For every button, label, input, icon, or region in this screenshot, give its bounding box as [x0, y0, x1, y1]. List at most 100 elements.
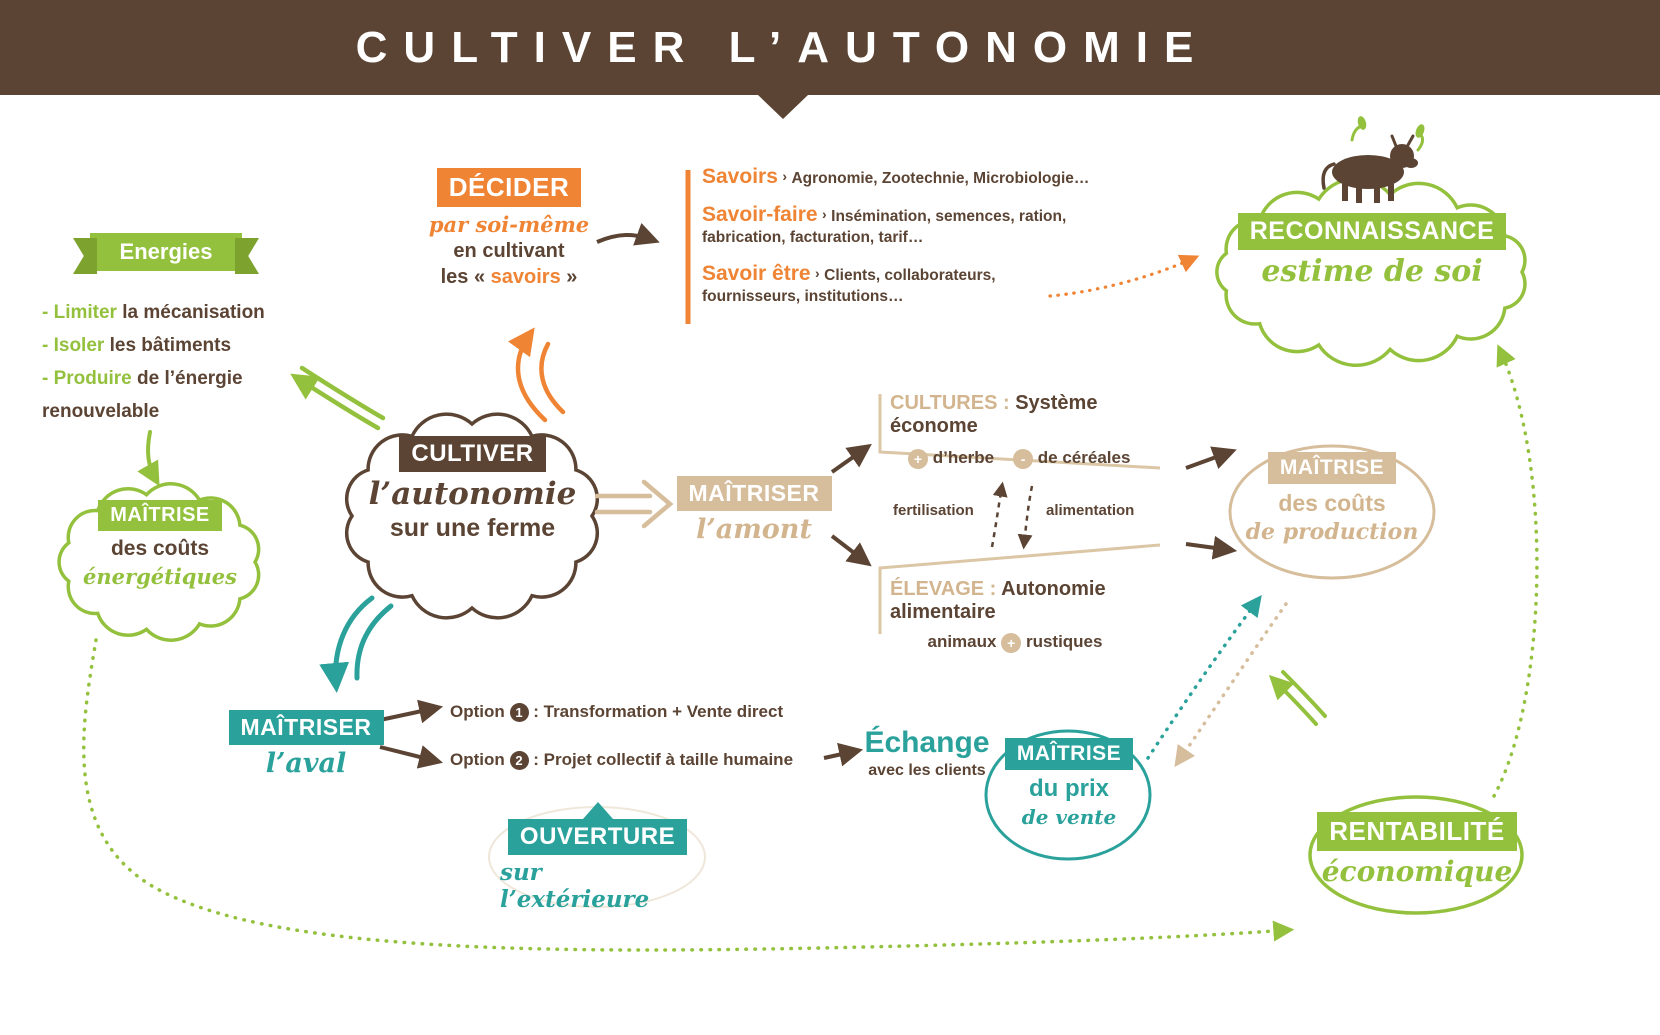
option-1-desc: : Transformation + Vente direct	[533, 702, 784, 721]
dotted-orange-arrow	[1048, 254, 1200, 298]
production-badge: MAÎTRISE	[1267, 452, 1397, 485]
amont-script: l’amont	[696, 513, 812, 545]
arrow-cultures-to-production	[1185, 446, 1237, 470]
energy-cloud: MAÎTRISE des coûts énergétiques	[60, 500, 260, 589]
elevage-post-text: rustiques	[1025, 632, 1103, 651]
elevage-title-line: ÉLEVAGE : Autonomie alimentaire	[890, 578, 1200, 624]
savoirs-item-1: Savoirs › Agronomie, Zootechnie, Microbi…	[702, 166, 1142, 189]
prix-script: de vente	[1021, 805, 1117, 830]
amont-block: MAÎTRISER l’amont	[675, 476, 833, 545]
energies-item-3: - Produire de l’énergie renouvelable	[42, 362, 287, 428]
savoirs-item-1-desc: Agronomie, Zootechnie, Microbiologie…	[791, 170, 1090, 187]
energy-cloud-script: énergétiques	[83, 564, 237, 589]
savoirs-item-2-arrow: ›	[822, 206, 827, 222]
plus-icon-2: +	[1001, 632, 1022, 653]
ouverture-block: OUVERTURE sur l’extérieure	[500, 802, 695, 913]
alimentation-label: alimentation	[1046, 502, 1135, 519]
energies-item-3-text: de l’énergie renouvelable	[42, 368, 243, 422]
cultures-title-line: CULTURES : Système économe	[890, 392, 1190, 438]
savoirs-item-3-desc: Clients, collaborateurs, fournisseurs, i…	[702, 267, 996, 305]
central-cloud-badge: CULTIVER	[399, 436, 546, 472]
central-cloud: CULTIVER l’autonomie sur une ferme	[350, 436, 595, 543]
arrow-aval-to-option1	[379, 699, 444, 724]
production-block: MAÎTRISE des coûts de production	[1232, 452, 1432, 545]
savoirs-item-2-term: Savoir-faire	[702, 203, 818, 226]
cultures-minus-text: de céréales	[1037, 448, 1131, 467]
decider-quote-word: savoirs	[490, 265, 561, 288]
echange-subtitle: avec les clients	[868, 762, 986, 779]
energies-item-2-text: les bâtiments	[109, 335, 232, 356]
plus-icon: +	[908, 448, 928, 469]
elevage-block: ÉLEVAGE : Autonomie alimentaire animaux …	[890, 578, 1200, 653]
decider-quote-pre: les «	[440, 265, 486, 288]
aval-script: l’aval	[265, 747, 347, 779]
arrow-rentabilite-to-production-2	[1281, 670, 1327, 718]
echange-title: Échange	[864, 726, 990, 759]
savoirs-item-1-arrow: ›	[782, 168, 788, 184]
arrow-cloud-to-amont	[594, 479, 674, 529]
aval-block: MAÎTRISER l’aval	[228, 710, 384, 779]
page-title: CULTIVER L’AUTONOMIE	[355, 23, 1210, 72]
prix-line: du prix	[1028, 775, 1109, 803]
fertilisation-label: fertilisation	[893, 502, 974, 519]
arrow-aval-to-option2	[379, 745, 443, 769]
savoirs-item-1-term: Savoirs	[702, 165, 778, 188]
savoirs-item-3-term: Savoir être	[702, 262, 811, 285]
central-cloud-line: sur une ferme	[389, 514, 556, 542]
option-1-number-badge: 1	[509, 703, 529, 723]
decider-script: par soi-même	[428, 211, 590, 237]
rentabilite-script: économique	[1321, 854, 1513, 888]
elevage-label: ÉLEVAGE :	[890, 578, 997, 600]
energies-list: - Limiter la mécanisation - Isoler les b…	[42, 296, 287, 428]
rentabilite-badge: RENTABILITÉ	[1317, 812, 1517, 851]
elevage-bracket-line	[878, 543, 1161, 634]
elevage-detail-line: animaux + rustiques	[890, 632, 1140, 653]
savoirs-list: Savoirs › Agronomie, Zootechnie, Microbi…	[702, 166, 1142, 322]
reconnaissance-script: estime de soi	[1261, 254, 1483, 290]
ouverture-script: sur l’extérieure	[500, 859, 650, 913]
cultures-plus-text: d’herbe	[932, 448, 995, 467]
arrow-cloud-to-decider	[508, 327, 548, 423]
cultures-title: Système économe	[890, 392, 1098, 437]
savoirs-item-3-arrow: ›	[815, 265, 820, 281]
reconnaissance-cloud: RECONNAISSANCE estime de soi	[1222, 213, 1522, 289]
arrow-elevage-to-production	[1185, 535, 1238, 560]
dotted-teal-arrow	[1146, 594, 1262, 760]
energy-cloud-line: des coûts	[110, 537, 210, 560]
arrow-decider-to-savoirs	[596, 222, 660, 246]
production-line: des coûts	[1278, 490, 1386, 517]
option-1-label: Option	[450, 702, 505, 721]
decider-line: en cultivant	[453, 239, 565, 262]
cultures-bracket-line	[878, 394, 1161, 470]
amont-badge: MAÎTRISER	[676, 476, 832, 511]
arrow-rentabilite-to-production	[1268, 674, 1318, 726]
savoirs-item-2-desc: Insémination, semences, ration, fabricat…	[702, 208, 1067, 246]
savoirs-item-2: Savoir-faire › Insémination, semences, r…	[702, 204, 1122, 248]
arrow-cloud-to-energies	[290, 373, 381, 431]
option-2-label: Option	[450, 750, 505, 769]
energies-item-1-text: la mécanisation	[122, 302, 265, 323]
prix-badge: MAÎTRISE	[1004, 738, 1134, 771]
production-script: de production	[1245, 519, 1419, 546]
arrow-cloud-to-aval-2	[354, 603, 394, 681]
dashed-alimentation-arrow	[1017, 485, 1034, 550]
minus-icon: -	[1013, 448, 1034, 469]
decider-block: DÉCIDER par soi-même en cultivant les « …	[424, 168, 594, 289]
arrow-cloud-to-decider-2	[539, 341, 566, 415]
energies-item-3-key: - Produire	[42, 368, 132, 389]
rentabilite-block: RENTABILITÉ économique	[1312, 812, 1522, 888]
cultures-block: CULTURES : Système économe + d’herbe - d…	[890, 392, 1190, 469]
arrow-cloud-to-aval	[319, 595, 375, 693]
option-2-number-badge: 2	[509, 751, 529, 771]
reconnaissance-badge: RECONNAISSANCE	[1237, 213, 1507, 251]
decider-quote: les « savoirs »	[441, 266, 578, 289]
cultures-detail-line: + d’herbe - de céréales	[908, 448, 1190, 469]
echange-block: Échange avec les clients	[852, 726, 1002, 780]
arrow-cloud-to-energies-2	[299, 365, 386, 421]
dotted-green-right-arrow	[1492, 344, 1539, 798]
elevage-title: Autonomie alimentaire	[890, 578, 1106, 623]
cultures-label: CULTURES :	[890, 392, 1010, 414]
decider-quote-post: »	[566, 265, 578, 288]
prix-block: MAÎTRISE du prix de vente	[988, 738, 1150, 829]
